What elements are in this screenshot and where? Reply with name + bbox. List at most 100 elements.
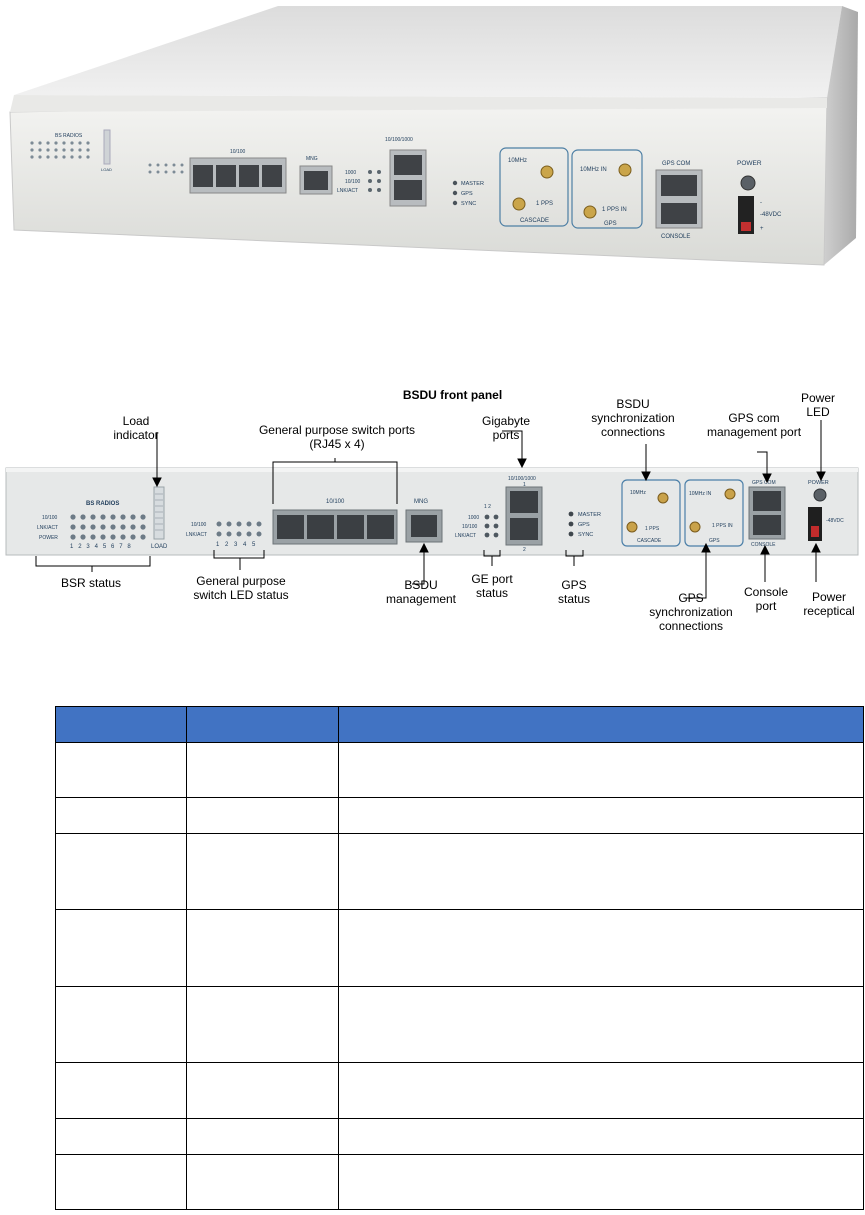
svg-text:1 2 3 4 5 6 7 8: 1 2 3 4 5 6 7 8 (70, 544, 132, 550)
table-cell (338, 742, 864, 798)
table-cell (55, 909, 187, 987)
table-row (55, 986, 864, 1063)
svg-text:10MHz IN: 10MHz IN (689, 491, 712, 497)
svg-text:GPS: GPS (604, 221, 617, 227)
svg-text:LOAD: LOAD (151, 544, 168, 550)
svg-text:MNG: MNG (306, 156, 318, 162)
svg-text:GPS: GPS (578, 522, 590, 528)
table-row (55, 797, 864, 834)
gps-sync-box (571, 149, 643, 229)
callout-switch-led-status: General purpose switch LED status (193, 574, 289, 602)
table-cell (186, 833, 339, 910)
svg-text:10/100/1000: 10/100/1000 (508, 476, 536, 482)
callout-gps-com: GPS com management port (706, 411, 802, 439)
svg-text:10/100/1000: 10/100/1000 (385, 137, 413, 143)
table-header-cell (55, 706, 187, 743)
svg-text:BS RADIOS: BS RADIOS (86, 501, 119, 507)
svg-text:1 PPS: 1 PPS (536, 201, 553, 207)
svg-text:10/100: 10/100 (230, 149, 246, 155)
callout-console-port: Console port (743, 585, 789, 613)
svg-text:CONSOLE: CONSOLE (751, 542, 776, 548)
callout-bsdu-management: BSDU management (385, 578, 457, 606)
svg-text:10MHz: 10MHz (508, 158, 527, 164)
svg-text:MASTER: MASTER (578, 512, 601, 518)
svg-text:POWER: POWER (808, 480, 829, 486)
load-indicator (153, 486, 165, 540)
table-cell (338, 986, 864, 1063)
table-cell (55, 1118, 187, 1155)
bsr-led-matrix (70, 514, 146, 540)
svg-text:10MHz IN: 10MHz IN (580, 167, 607, 173)
callout-gigabyte-ports: Gigabyte ports (481, 414, 531, 442)
power-led (813, 488, 827, 502)
svg-text:1 PPS: 1 PPS (645, 526, 660, 532)
svg-text:1 PPS IN: 1 PPS IN (602, 207, 627, 213)
table-cell (186, 1154, 339, 1210)
svg-text:10/100: 10/100 (191, 522, 207, 528)
table-cell (338, 909, 864, 987)
front-panel-diagram: BS RADIOS 10/100 LNK/ACT POWER 1 2 3 4 5… (5, 420, 859, 599)
table-cell (186, 986, 339, 1063)
switch-led-matrix (216, 521, 262, 537)
svg-text:LNK/ACT: LNK/ACT (186, 532, 207, 538)
svg-text:10/100: 10/100 (345, 179, 361, 185)
svg-text:MASTER: MASTER (461, 181, 484, 187)
svg-text:2: 2 (523, 547, 526, 553)
svg-text:GPS COM: GPS COM (662, 161, 690, 167)
svg-text:LOAD: LOAD (101, 167, 112, 172)
table-cell (55, 797, 187, 834)
table-row (55, 1154, 864, 1210)
svg-text:10MHz: 10MHz (630, 490, 646, 496)
table-cell (186, 1118, 339, 1155)
svg-text:GPS: GPS (709, 538, 720, 544)
bs-radios-leds (30, 141, 90, 159)
gps-sync-box (684, 479, 744, 547)
table-cell (186, 742, 339, 798)
callout-lines (35, 420, 826, 599)
table-cell (55, 742, 187, 798)
callout-switch-ports: General purpose switch ports (RJ45 x 4) (258, 423, 416, 451)
table-header-cell (186, 706, 339, 743)
svg-text:GPS COM: GPS COM (752, 480, 776, 486)
table-row (55, 1062, 864, 1119)
table-cell (186, 909, 339, 987)
callout-power-receptical: Power receptical (803, 590, 855, 618)
svg-text:10/100: 10/100 (462, 524, 478, 530)
svg-text:MNG: MNG (414, 499, 428, 505)
svg-text:CASCADE: CASCADE (520, 218, 549, 224)
table-header-row (55, 706, 864, 743)
callout-load-indicator: Load indicator (113, 414, 159, 442)
table-cell (338, 797, 864, 834)
svg-text:1: 1 (523, 482, 526, 488)
table-row (55, 742, 864, 798)
callout-bsr-status: BSR status (60, 576, 122, 590)
callout-bsdu-sync: BSDU synchronization connections (591, 397, 675, 439)
callout-ge-status: GE port status (471, 572, 513, 600)
svg-text:LNK/ACT: LNK/ACT (37, 525, 58, 531)
svg-text:SYNC: SYNC (461, 201, 476, 207)
led-description-table (55, 706, 864, 1210)
svg-text:POWER: POWER (737, 160, 762, 167)
ge-led-matrix (484, 514, 499, 538)
table-cell (55, 1062, 187, 1119)
svg-text:1000: 1000 (345, 170, 356, 176)
panel-title: BSDU front panel (402, 388, 503, 402)
svg-text:GPS: GPS (461, 191, 473, 197)
svg-text:BS RADIOS: BS RADIOS (55, 133, 83, 139)
svg-text:10/100: 10/100 (326, 499, 345, 505)
table-cell (338, 833, 864, 910)
svg-text:LNK/ACT: LNK/ACT (455, 533, 476, 539)
table-row (55, 1118, 864, 1155)
svg-text:POWER: POWER (39, 535, 58, 541)
table-cell (186, 1062, 339, 1119)
table-cell (338, 1154, 864, 1210)
device-photo: BS RADIOS LOAD 10/100 MNG 1000 10/100 LN… (9, 6, 858, 266)
table-cell (186, 797, 339, 834)
table-cell (55, 1154, 187, 1210)
table-cell (338, 1062, 864, 1119)
cascade-box (499, 147, 569, 227)
svg-text:CONSOLE: CONSOLE (661, 234, 690, 240)
svg-text:LNK/ACT: LNK/ACT (337, 188, 358, 194)
svg-text:CASCADE: CASCADE (637, 538, 662, 544)
table-cell (55, 833, 187, 910)
